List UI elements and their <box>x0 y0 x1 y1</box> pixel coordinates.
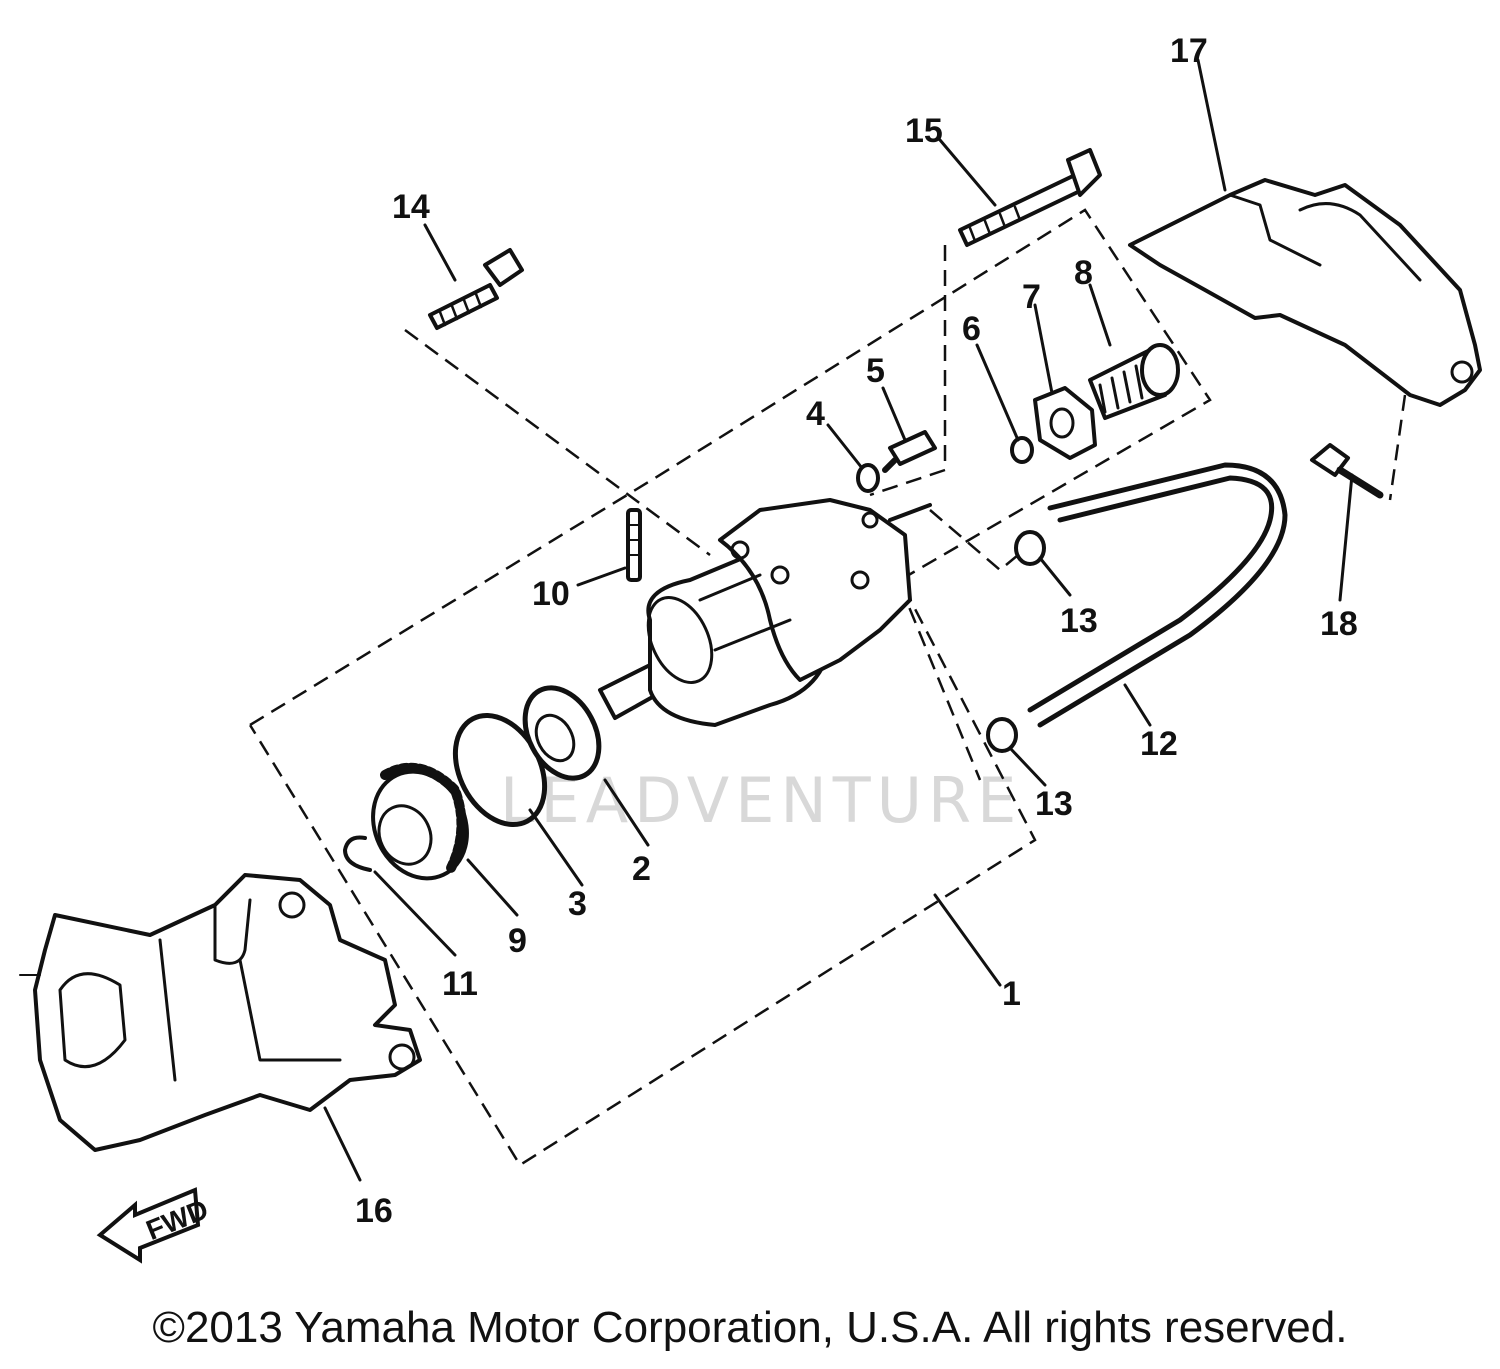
fwd-arrow-icon: FWD <box>96 1187 213 1264</box>
gear-part <box>371 762 469 881</box>
circlip-part <box>343 835 372 872</box>
washer-part <box>856 463 880 493</box>
pin-part <box>626 508 642 582</box>
callout-8: 8 <box>1074 254 1093 292</box>
callout-18: 18 <box>1320 605 1358 643</box>
callout-7: 7 <box>1022 278 1041 316</box>
callout-16: 16 <box>355 1192 393 1230</box>
callout-17: 17 <box>1170 32 1208 70</box>
callout-9: 9 <box>508 922 527 960</box>
callout-2: 2 <box>632 850 651 888</box>
bolt-part-14 <box>428 248 524 330</box>
bolt-part-18 <box>1310 443 1384 499</box>
callout-12: 12 <box>1140 725 1178 763</box>
callout-labels: 1 2 3 4 5 6 7 8 9 10 11 12 13 13 14 15 1… <box>355 32 1358 1230</box>
adjusting-screw-part <box>1088 343 1180 420</box>
hose-clamp-part-upper <box>1014 530 1046 566</box>
oil-pump-body-part <box>598 498 932 727</box>
callout-10: 10 <box>532 575 570 613</box>
screw-part <box>882 430 937 473</box>
callout-14: 14 <box>392 188 430 226</box>
callout-15: 15 <box>905 112 943 150</box>
callout-13-lower: 13 <box>1035 785 1073 823</box>
callout-5: 5 <box>866 352 885 390</box>
callout-11: 11 <box>442 965 478 1003</box>
callout-13-upper: 13 <box>1060 602 1098 640</box>
hose-clamp-part-lower <box>986 717 1018 753</box>
nut-part <box>1033 386 1097 460</box>
copyright-notice: ©2013 Yamaha Motor Corporation, U.S.A. A… <box>152 1303 1348 1352</box>
callout-6: 6 <box>962 310 981 348</box>
oil-hose-part <box>1027 462 1288 728</box>
callout-1: 1 <box>1002 975 1021 1013</box>
callout-4: 4 <box>806 395 825 433</box>
bearing-part <box>522 685 602 781</box>
crankcase-cover-part <box>19 873 422 1152</box>
callout-3: 3 <box>568 885 587 923</box>
leader-lines <box>323 58 1354 1182</box>
assembly-group-outline <box>248 208 1407 1167</box>
small-washer-part <box>1010 436 1034 464</box>
pump-cover-part <box>1128 178 1482 407</box>
bolt-part-15 <box>958 148 1102 247</box>
